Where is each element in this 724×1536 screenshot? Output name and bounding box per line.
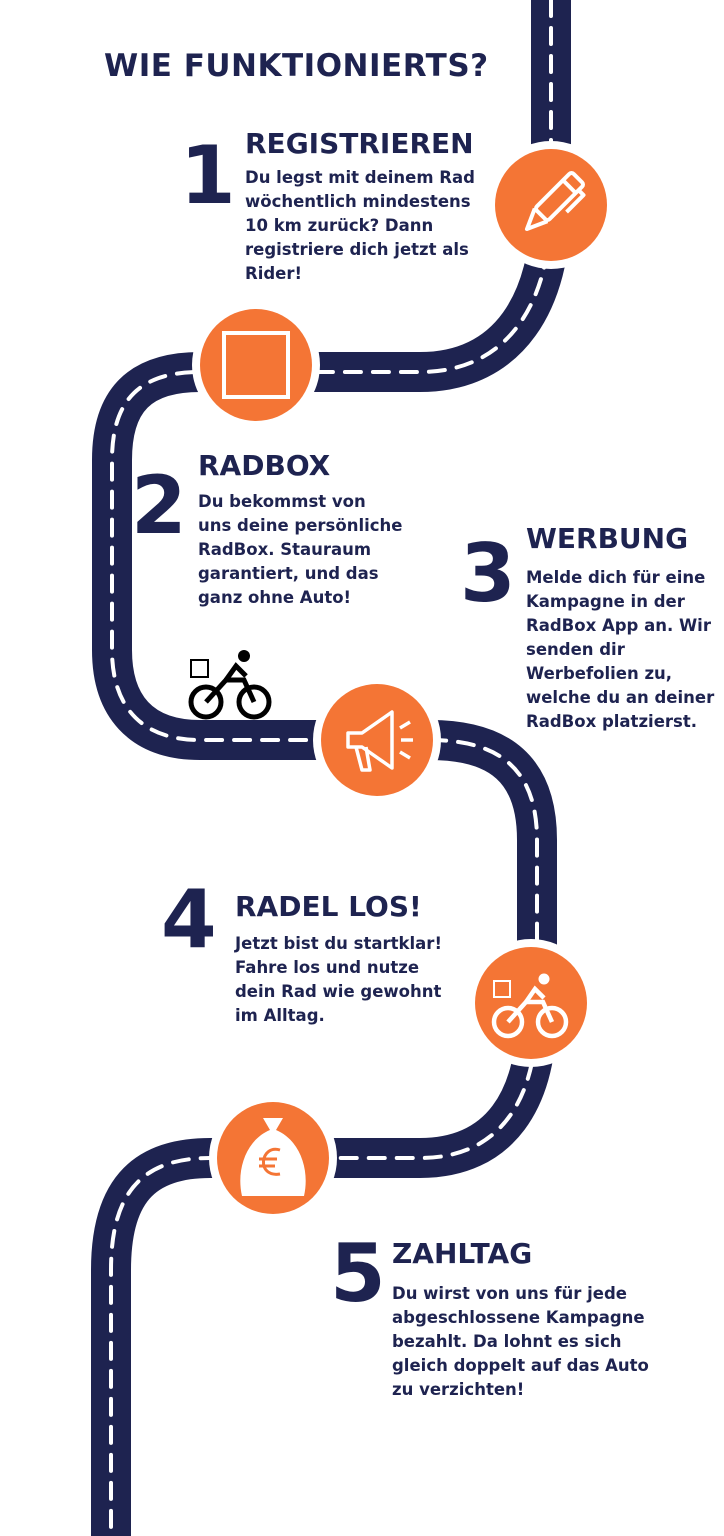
step-title: WERBUNG (526, 522, 689, 555)
step-text: Jetzt bist du startklar! Fahre los und n… (235, 934, 442, 1025)
step-title: ZAHLTAG (392, 1237, 533, 1270)
step-number: 5 (330, 1227, 386, 1320)
cyclist-road-icon (188, 650, 272, 720)
step-title: RADBOX (198, 449, 331, 482)
step-number: 2 (131, 459, 187, 552)
pen-icon (487, 141, 615, 269)
step-number: 4 (161, 873, 217, 966)
step-title: RADEL LOS! (235, 890, 422, 923)
step-text: Du bekommst von uns deine persönliche Ra… (198, 492, 403, 607)
page-title: WIE FUNKTIONIERTS? (104, 48, 489, 84)
cyclist-icon (467, 939, 595, 1067)
step-text: Melde dich für eine Kampagne in der RadB… (526, 568, 715, 731)
money-bag-icon (209, 1094, 337, 1222)
step-text: Du wirst von uns für jede abgeschlossene… (392, 1284, 649, 1399)
step-text: Du legst mit deinem Rad wöchentlich mind… (245, 168, 475, 283)
step-number: 3 (460, 527, 516, 620)
step-title: REGISTRIEREN (245, 127, 474, 160)
step-number: 1 (180, 129, 236, 222)
box-icon (192, 301, 320, 429)
megaphone-icon (313, 676, 441, 804)
